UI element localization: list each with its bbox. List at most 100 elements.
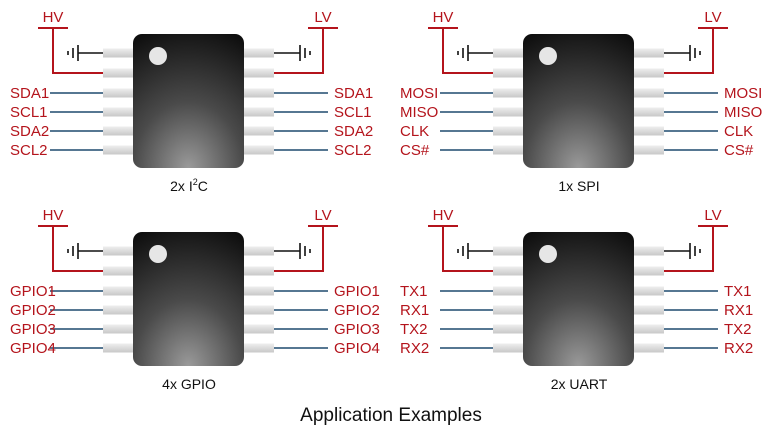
chip-pin-right-6 [634,343,664,353]
caption-text: 1x SPI [558,178,599,194]
hv-rail-line [428,27,493,74]
chip-pin-right-5 [634,324,664,334]
hv-label: HV [433,207,454,224]
caption-tail: C [198,178,208,194]
chip-pin-left-1 [493,48,523,58]
pin1-marker-dot [149,47,167,65]
right-pin-label-3: CLK [724,123,753,140]
right-pin-label-3: GPIO3 [334,321,380,338]
lv-rail-line [664,225,728,272]
left-pin-label-2: MISO [400,104,438,121]
pin1-marker-dot [539,245,557,263]
block-caption: 1x SPI [558,178,599,194]
right-pin-label-3: SDA2 [334,123,373,140]
chip-pin-left-4 [103,305,133,315]
chip-pin-left-2 [493,266,523,276]
hv-rail-line [428,225,493,272]
ground-symbol-left [67,45,103,61]
chip-body [523,34,634,168]
right-pin-label-2: GPIO2 [334,302,380,319]
left-pin-label-4: SCL2 [10,142,48,159]
chip-pin-left-3 [103,88,133,98]
left-pin-label-2: RX1 [400,302,429,319]
chip-pin-right-6 [244,343,274,353]
chip-pin-right-4 [244,107,274,117]
right-pin-label-1: GPIO1 [334,283,380,300]
ground-symbol-right [274,243,311,259]
right-pin-label-4: SCL2 [334,142,372,159]
left-pin-label-3: SDA2 [10,123,49,140]
right-pin-label-1: SDA1 [334,85,373,102]
caption-text: 4x GPIO [162,376,216,392]
left-pin-label-2: SCL1 [10,104,48,121]
left-pin-label-3: GPIO3 [10,321,56,338]
chip-pin-left-6 [493,145,523,155]
pin1-marker-dot [149,245,167,263]
left-pin-label-4: GPIO4 [10,340,56,357]
page-title: Application Examples [300,405,482,426]
chip-pin-left-5 [493,324,523,334]
chip-pin-left-2 [103,266,133,276]
chip-pin-right-1 [634,48,664,58]
chip-pin-right-1 [244,48,274,58]
chip-pin-right-1 [634,246,664,256]
lv-rail-line [664,27,728,74]
chip-pin-left-5 [103,126,133,136]
ground-symbol-left [457,45,493,61]
chip-pin-left-4 [493,305,523,315]
chip-pin-left-3 [103,286,133,296]
chip-pin-left-2 [103,68,133,78]
lv-label: LV [314,9,331,26]
right-pin-label-4: RX2 [724,340,753,357]
chip-pin-right-2 [634,68,664,78]
left-pin-label-1: MOSI [400,85,438,102]
hv-label: HV [43,9,64,26]
left-pin-label-4: CS# [400,142,430,159]
right-pin-label-4: CS# [724,142,754,159]
chip-pin-left-1 [103,48,133,58]
ground-symbol-left [457,243,493,259]
caption-text: 2x UART [551,376,608,392]
chip-pin-left-6 [493,343,523,353]
chip-pin-left-6 [103,145,133,155]
chip-body [133,34,244,168]
chip-pin-right-4 [634,305,664,315]
left-pin-label-1: GPIO1 [10,283,56,300]
ground-symbol-right [664,45,701,61]
chip-pin-left-4 [493,107,523,117]
pin1-marker-dot [539,47,557,65]
block-caption: 2x UART [551,376,608,392]
left-pin-label-2: GPIO2 [10,302,56,319]
lv-label: LV [704,9,721,26]
right-pin-label-2: RX1 [724,302,753,319]
left-pin-label-4: RX2 [400,340,429,357]
lv-label: LV [704,207,721,224]
chip-pin-right-1 [244,246,274,256]
chip-pin-left-5 [103,324,133,334]
hv-label: HV [43,207,64,224]
ground-symbol-left [67,243,103,259]
block-caption: 2x I2C [170,177,208,194]
chip-pin-left-3 [493,88,523,98]
left-pin-label-1: SDA1 [10,85,49,102]
chip-pin-right-3 [634,88,664,98]
chip-pin-right-3 [244,88,274,98]
right-pin-label-4: GPIO4 [334,340,380,357]
caption-text: 2x I [170,178,193,194]
right-pin-label-3: TX2 [724,321,752,338]
right-pin-label-1: MOSI [724,85,762,102]
chip-pin-right-2 [244,266,274,276]
left-pin-label-1: TX1 [400,283,428,300]
chip-pin-right-5 [244,126,274,136]
chip-pin-right-4 [244,305,274,315]
right-pin-label-2: MISO [724,104,762,121]
chip-pin-right-6 [244,145,274,155]
chip-pin-right-5 [244,324,274,334]
chip-pin-left-3 [493,286,523,296]
hv-label: HV [433,9,454,26]
chip-pin-right-3 [244,286,274,296]
